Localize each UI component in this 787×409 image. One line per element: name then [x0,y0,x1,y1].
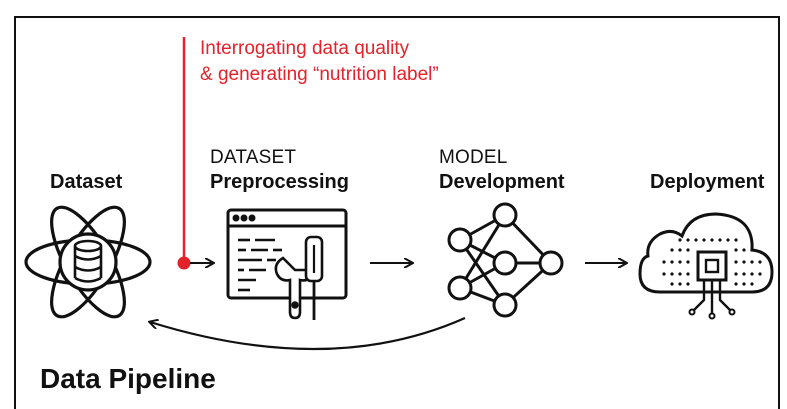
frame-top-border [14,16,780,18]
annotation-pointer [177,37,191,270]
frame-left-border [14,16,16,409]
stage-preprocessing-title: Preprocessing [210,171,349,193]
stage-development-prefix: MODEL [439,147,508,168]
stage-deployment-title: Deployment [650,171,765,193]
pipeline-title: Data Pipeline [40,363,216,394]
neural-network-icon [447,202,564,318]
annotation-line-2: & generating “nutrition label” [200,64,439,85]
stage-dataset-title: Dataset [50,171,123,193]
frame-right-border [778,16,780,409]
atom-database-icon [24,205,152,319]
annotation-line-1: Interrogating data quality [200,38,410,59]
stage-development-title: Development [439,171,565,193]
code-window-tools-icon [226,208,348,320]
cloud-chip-icon [638,212,774,320]
stage-preprocessing-prefix: DATASET [210,147,297,168]
feedback-arrow [150,316,466,351]
